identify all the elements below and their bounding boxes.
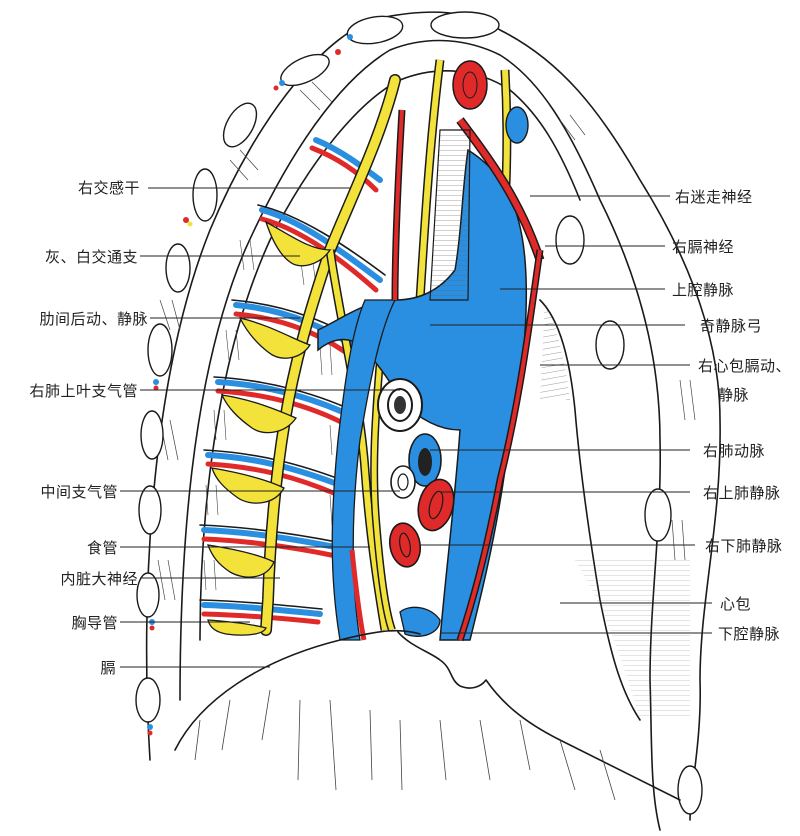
venous-system [317,106,529,641]
label-rami-communicantes: 灰、白交通支 [44,248,138,266]
label-thoracic-duct: 胸导管 [71,614,118,632]
label-azygos-arch: 奇静脉弓 [700,317,763,335]
leader-lines-left [120,187,400,668]
label-inferior-pulmonary-vein: 右下肺静脉 [705,537,783,555]
label-phrenic-nerve: 右膈神经 [672,238,735,256]
label-superior-vena-cava: 上腔静脉 [672,281,735,299]
label-pulmonary-artery: 右肺动脉 [703,442,766,460]
leader-lines-right [420,195,712,634]
label-upper-lobe-bronchus: 右肺上叶支气管 [29,382,138,400]
diaphragm-drawing [174,629,681,801]
label-superior-pulmonary-vein: 右上肺静脉 [703,484,781,502]
rib-sections [135,11,703,815]
label-splanchnic-nerve: 内脏大神经 [60,570,138,588]
label-sympathetic-trunk: 右交感干 [77,179,140,197]
intercostal-dots [147,34,353,736]
hilum [377,378,455,568]
label-pericardiacophrenic-vessels-line2: 静脉 [718,386,750,404]
label-intermediate-bronchus: 中间支气管 [40,483,118,501]
label-inferior-vena-cava: 下腔静脉 [718,625,781,643]
label-esophagus: 食管 [86,539,118,557]
label-pericardiacophrenic-vessels: 右心包膈动、 [698,357,792,375]
label-intercostal-vessels: 肋间后动、静脉 [39,310,148,328]
label-diaphragm: 膈 [100,659,116,677]
trachea-column [429,129,471,301]
label-vagus-nerve: 右迷走神经 [675,188,753,206]
label-pericardium: 心包 [720,595,752,613]
